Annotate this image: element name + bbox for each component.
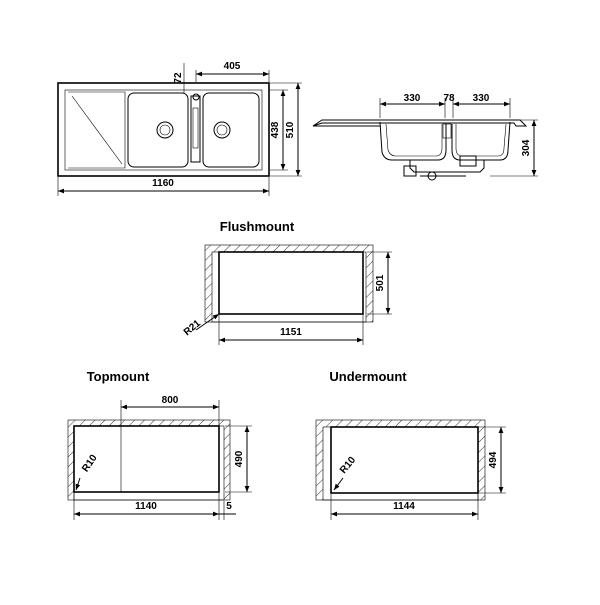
sink-outline <box>57 82 270 177</box>
rim-profile <box>312 119 528 127</box>
dim-5-label: 5 <box>226 501 232 512</box>
trap-right-icon <box>459 155 477 167</box>
dim-330-left-label: 330 <box>404 93 421 104</box>
dim-494-label: 494 <box>488 451 499 468</box>
radius-leader-r10-under <box>333 477 344 491</box>
dim-501-label: 501 <box>375 274 386 291</box>
dim-438-label: 438 <box>270 121 281 138</box>
bowl-right-profile <box>451 121 511 161</box>
dim-1151-label: 1151 <box>280 327 302 338</box>
divider-rail <box>190 95 201 163</box>
dim-78-label: 78 <box>443 93 455 104</box>
topmount-view: Topmount 800 490 1140 5 R10 <box>67 369 252 520</box>
dim-510-label: 510 <box>285 121 296 138</box>
radius-r21-label: R21 <box>182 318 203 339</box>
flushmount-view: Flushmount 501 1151 R21 <box>182 219 392 345</box>
bowl-right <box>202 92 260 168</box>
drain-right-icon <box>213 121 231 139</box>
side-view: 330 78 330 304 <box>312 93 538 181</box>
flushmount-title: Flushmount <box>220 219 295 234</box>
flushmount-cutout <box>218 251 364 315</box>
topmount-title: Topmount <box>87 369 150 384</box>
drain-left-icon <box>156 121 174 139</box>
dim-1160-label: 1160 <box>152 178 174 189</box>
bowl-left <box>127 92 189 168</box>
top-view: 405 72 1160 438 510 <box>57 61 302 196</box>
waste-pipe <box>409 160 485 173</box>
dim-304-label: 304 <box>521 139 532 156</box>
radius-r10-under-label: R10 <box>338 455 359 476</box>
dim-1144-label: 1144 <box>393 501 415 512</box>
dim-405-label: 405 <box>224 61 241 72</box>
dim-330-right-label: 330 <box>473 93 490 104</box>
flushmount-hatching <box>205 245 373 322</box>
dim-800-label: 800 <box>162 395 179 406</box>
trap-left-icon <box>403 165 417 177</box>
sink-inner-outline <box>64 89 263 171</box>
dim-490-label: 490 <box>234 450 245 467</box>
undermount-hatching <box>316 420 485 500</box>
radius-leader-r21 <box>195 313 220 331</box>
undermount-title: Undermount <box>329 369 407 384</box>
tap-hole-icon <box>192 93 200 101</box>
radius-r10-top-label: R10 <box>80 453 100 475</box>
dim-1140-label: 1140 <box>135 501 157 512</box>
drainboard <box>68 91 126 169</box>
drainboard-slope-line <box>71 95 123 165</box>
radius-leader-r10-top <box>75 477 81 491</box>
dim-72-label: 72 <box>173 72 184 84</box>
undermount-view: Undermount 494 1144 R10 <box>315 369 506 520</box>
bowl-left-profile <box>379 121 447 161</box>
